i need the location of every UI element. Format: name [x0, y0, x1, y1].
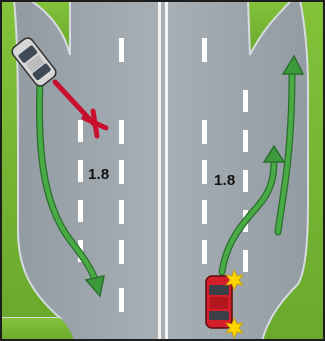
median-line-left — [158, 0, 161, 341]
median-line-right — [165, 0, 168, 341]
grass-bottom-left — [0, 318, 74, 341]
distance-label-left: 1.8 — [88, 166, 109, 183]
distance-label-right: 1.8 — [214, 172, 235, 189]
